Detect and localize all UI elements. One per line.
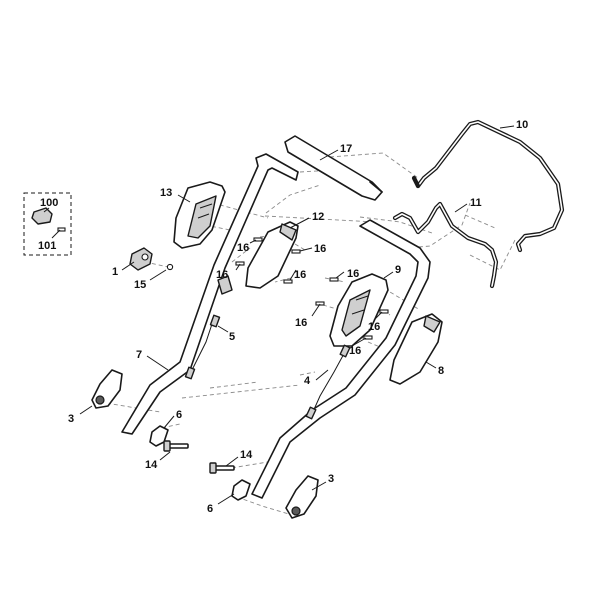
right-clip-6 bbox=[231, 479, 251, 501]
left-handle-bar bbox=[121, 153, 299, 435]
handle-clip bbox=[129, 247, 153, 271]
label-16-e: 16 bbox=[347, 268, 359, 280]
label-13: 13 bbox=[160, 187, 172, 199]
right-cable-housing bbox=[329, 273, 389, 347]
label-1: 1 bbox=[112, 266, 118, 278]
callout-labels: 13 12 17 10 11 9 8 1 15 7 5 4 3 6 14 14 … bbox=[38, 119, 528, 515]
label-14-left: 14 bbox=[145, 459, 158, 471]
label-10: 10 bbox=[516, 119, 528, 131]
label-16-h: 16 bbox=[349, 345, 361, 357]
label-15: 15 bbox=[134, 279, 146, 291]
label-6-right: 6 bbox=[207, 503, 213, 515]
label-6-left: 6 bbox=[176, 409, 182, 421]
label-17: 17 bbox=[340, 143, 352, 155]
left-height-lever bbox=[91, 369, 123, 409]
label-8: 8 bbox=[438, 365, 444, 377]
label-16-g: 16 bbox=[368, 321, 380, 333]
label-9: 9 bbox=[395, 264, 401, 276]
right-handle-bar bbox=[251, 219, 431, 499]
leader-lines bbox=[43, 125, 515, 505]
label-12: 12 bbox=[312, 211, 324, 223]
label-7: 7 bbox=[136, 349, 142, 361]
center-cover bbox=[245, 221, 299, 289]
bolt-14-left bbox=[163, 440, 189, 452]
label-16-c: 16 bbox=[216, 269, 228, 281]
label-16-b: 16 bbox=[314, 243, 326, 255]
brake-wire bbox=[392, 201, 499, 289]
label-4: 4 bbox=[304, 375, 311, 387]
label-3-right: 3 bbox=[328, 473, 334, 485]
cable-5 bbox=[184, 314, 221, 380]
bolt-14-right bbox=[209, 462, 235, 474]
right-height-lever bbox=[285, 475, 319, 519]
left-cable-housing bbox=[173, 181, 226, 249]
cable-4 bbox=[305, 344, 351, 420]
label-5: 5 bbox=[229, 331, 235, 343]
label-16-f: 16 bbox=[295, 317, 307, 329]
right-cover bbox=[389, 313, 443, 385]
label-16-d: 16 bbox=[294, 269, 306, 281]
nut-15 bbox=[166, 263, 174, 271]
bail-wire bbox=[411, 119, 565, 253]
assembly-guide-lines bbox=[99, 152, 516, 516]
inset-box bbox=[23, 192, 72, 256]
label-11: 11 bbox=[470, 197, 482, 209]
label-16-a: 16 bbox=[237, 242, 249, 254]
label-101: 101 bbox=[38, 240, 56, 252]
label-3-left: 3 bbox=[68, 413, 74, 425]
cable-clip bbox=[217, 275, 233, 295]
label-100: 100 bbox=[40, 197, 58, 209]
screws-16 bbox=[235, 237, 389, 340]
label-14-right: 14 bbox=[240, 449, 253, 461]
crossbar-grip bbox=[284, 135, 383, 201]
